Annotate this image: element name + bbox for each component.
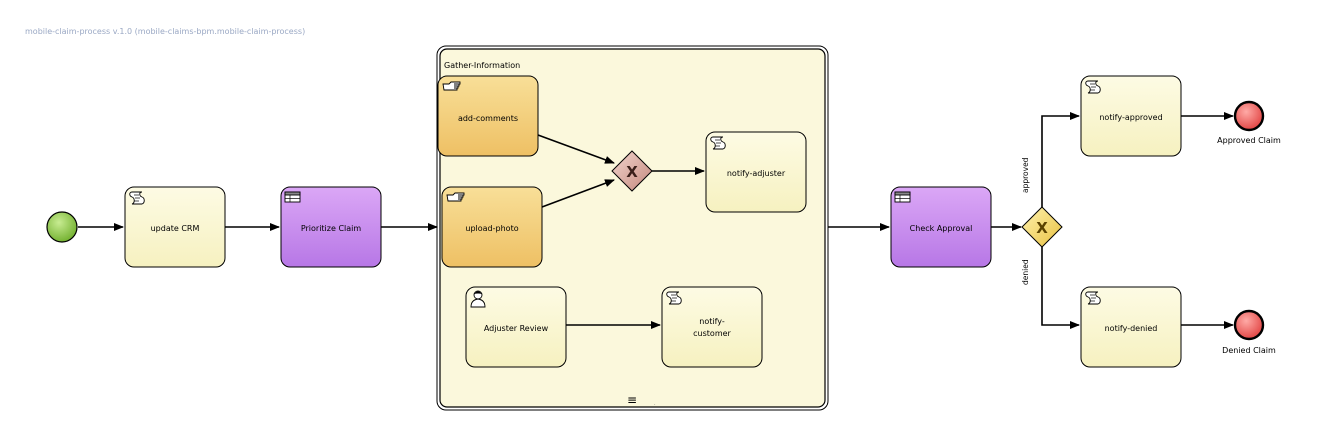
end-event-label: Denied Claim (1222, 346, 1276, 355)
end-event-denied-claim[interactable]: Denied Claim (1222, 309, 1276, 355)
task-label-line1: notify- (699, 317, 725, 326)
task-label: add-comments (458, 114, 518, 123)
end-event-approved-claim[interactable]: Approved Claim (1217, 100, 1281, 145)
gateway-x-icon: X (626, 163, 638, 181)
flow-gateway-denied[interactable] (1041, 247, 1080, 329)
flow-gateway-approved[interactable] (1041, 112, 1080, 208)
script-icon (129, 191, 145, 205)
task-notify-adjuster[interactable]: notify-adjuster (705, 131, 807, 213)
task-check-approval[interactable]: Check Approval (890, 186, 992, 268)
exclusive-gateway-inner[interactable]: X (611, 150, 653, 192)
exclusive-gateway-approval[interactable]: X (1021, 206, 1063, 248)
task-label: Prioritize Claim (301, 224, 362, 233)
script-icon (710, 136, 726, 150)
task-adjuster-review[interactable]: Adjuster Review (465, 286, 567, 368)
end-event-label: Approved Claim (1217, 136, 1281, 145)
process-title: mobile-claim-process v.1.0 (mobile-claim… (25, 27, 306, 36)
sequence-flows (78, 112, 1234, 329)
task-label: Check Approval (910, 224, 973, 233)
script-icon (1085, 80, 1101, 94)
task-upload-photo[interactable]: upload-photo (441, 186, 543, 268)
flow-label-approved: approved (1021, 157, 1030, 193)
manual-task-icon (446, 192, 465, 202)
task-update-crm[interactable]: update CRM (124, 186, 226, 268)
flow-add-comments-to-gateway[interactable] (537, 134, 615, 164)
gateway-x-icon: X (1036, 219, 1048, 237)
task-label: update CRM (151, 224, 200, 233)
business-rule-icon (894, 191, 911, 203)
task-prioritize-claim[interactable]: Prioritize Claim (280, 186, 382, 268)
task-notify-customer[interactable]: notify- customer (661, 286, 763, 368)
user-task-icon (470, 290, 486, 308)
task-label: notify-approved (1099, 113, 1162, 122)
start-event[interactable] (46, 211, 78, 243)
task-label: notify-denied (1105, 324, 1158, 333)
flow-upload-photo-to-gateway[interactable] (541, 179, 615, 208)
task-label: Adjuster Review (484, 324, 549, 333)
task-notify-denied[interactable]: notify-denied (1080, 286, 1182, 368)
script-icon (1085, 291, 1101, 305)
task-label-line2: customer (693, 329, 731, 338)
manual-task-icon (442, 81, 461, 91)
task-label: upload-photo (465, 224, 518, 233)
subprocess-marker-dot: . (654, 401, 656, 407)
subprocess-marker-icon: ≡ (627, 393, 637, 407)
business-rule-icon (284, 191, 301, 203)
subprocess-label: Gather-Information (444, 61, 520, 70)
flow-label-denied: denied (1021, 259, 1030, 285)
script-icon (666, 291, 682, 305)
task-add-comments[interactable]: add-comments (437, 75, 539, 157)
task-notify-approved[interactable]: notify-approved (1080, 75, 1182, 157)
task-label: notify-adjuster (727, 169, 786, 178)
